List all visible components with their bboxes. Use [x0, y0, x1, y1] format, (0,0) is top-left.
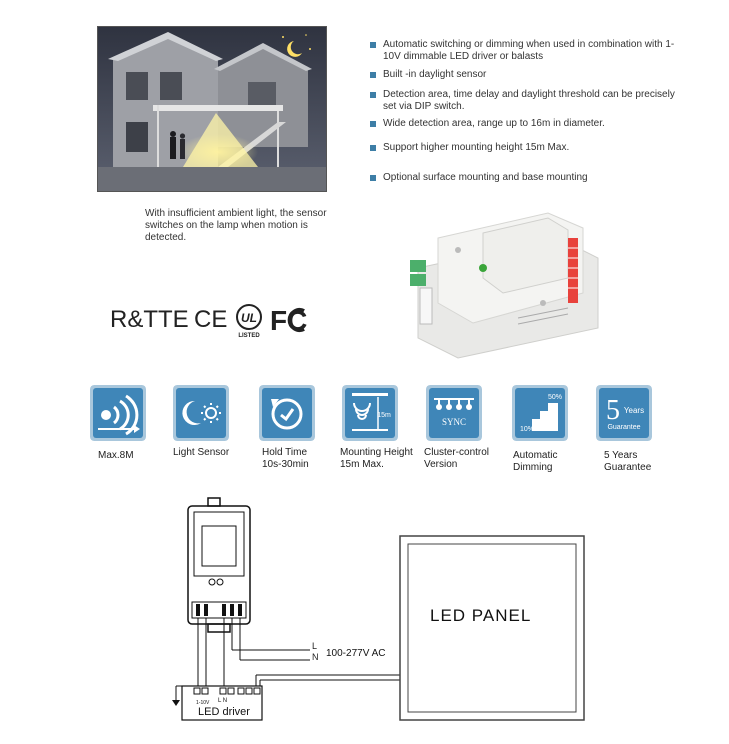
feature-label: Hold Time	[262, 447, 308, 458]
feature-label: Cluster-control	[424, 447, 490, 458]
feature-label: Light Sensor	[173, 447, 230, 458]
ac-voltage-label: 100-277V AC	[326, 648, 386, 659]
sync-text: SYNC	[442, 417, 466, 427]
feature-text: Wide detection area, range up to 16m in …	[383, 118, 605, 129]
fcc-mark: FC	[270, 305, 312, 336]
ul-sub-text: LISTED	[238, 333, 260, 339]
clock-refresh-icon	[259, 385, 315, 441]
feature-label: 10s-30min	[262, 459, 309, 470]
feature-label: Guarantee	[604, 462, 652, 473]
feature-label: Version	[424, 459, 458, 470]
feature-label: Dimming	[513, 462, 553, 473]
house-photo	[97, 26, 327, 192]
feature-item: Optional surface mounting and base mount…	[370, 172, 683, 184]
bullet-icon	[370, 42, 376, 48]
led-panel-label: LED PANEL	[430, 606, 532, 625]
led-driver-label: LED driver	[198, 706, 250, 718]
bullet-icon	[370, 175, 376, 181]
bullet-icon	[370, 145, 376, 151]
feature-text: Optional surface mounting and base mount…	[383, 172, 588, 183]
dimming-top-text: 50%	[548, 394, 562, 401]
cluster-sync-icon: SYNC	[426, 385, 482, 441]
guarantee-sub-text: Guarantee	[607, 424, 640, 431]
mounting-height-icon: 15m	[342, 385, 398, 441]
bullet-icon	[370, 72, 376, 78]
feature-label: Mounting Height	[340, 447, 413, 458]
stair-dimming-icon: 50% 10%	[512, 385, 568, 441]
bullet-icon	[370, 121, 376, 127]
dimming-bottom-text: 10%	[520, 426, 534, 433]
feature-item: Automatic switching or dimming when used…	[370, 39, 683, 63]
photo-caption: With insufficient ambient light, the sen…	[145, 208, 327, 243]
ul-listed-mark: UL LISTED	[235, 303, 263, 339]
bullet-icon	[370, 92, 376, 98]
feature-item: Wide detection area, range up to 16m in …	[370, 118, 683, 130]
mounting-height-text: 15m	[377, 412, 391, 419]
moon-sun-icon	[173, 385, 229, 441]
feature-item: Support higher mounting height 15m Max.	[370, 142, 683, 154]
detection-range-icon	[90, 385, 146, 441]
guarantee-years-text: Years	[624, 406, 644, 415]
wiring-diagram: 1-10V L N	[160, 490, 600, 730]
feature-label: Automatic	[513, 450, 558, 461]
feature-text: Detection area, time delay and daylight …	[383, 89, 675, 112]
feature-text: Automatic switching or dimming when used…	[383, 39, 675, 62]
feature-label: Max.8M	[98, 450, 134, 461]
feature-text: Built -in daylight sensor	[383, 69, 487, 80]
feature-text: Support higher mounting height 15m Max.	[383, 142, 570, 153]
ce-mark: CE	[194, 306, 228, 333]
rtte-mark: R&TTE	[110, 306, 189, 333]
feature-item: Built -in daylight sensor	[370, 69, 683, 81]
guarantee-icon: 5 Years Guarantee	[596, 385, 652, 441]
driver-ln-text: L N	[218, 698, 227, 704]
l-terminal-label: L	[312, 641, 318, 651]
n-terminal-label: N	[312, 652, 319, 662]
feature-label: 15m Max.	[340, 459, 384, 470]
driver-terminal-text: 1-10V	[196, 700, 210, 706]
guarantee-number: 5	[606, 395, 620, 426]
feature-label: 5 Years	[604, 450, 638, 461]
sensor-product-photo	[398, 198, 610, 368]
feature-item: Detection area, time delay and daylight …	[370, 89, 683, 113]
ul-text: UL	[241, 311, 257, 325]
